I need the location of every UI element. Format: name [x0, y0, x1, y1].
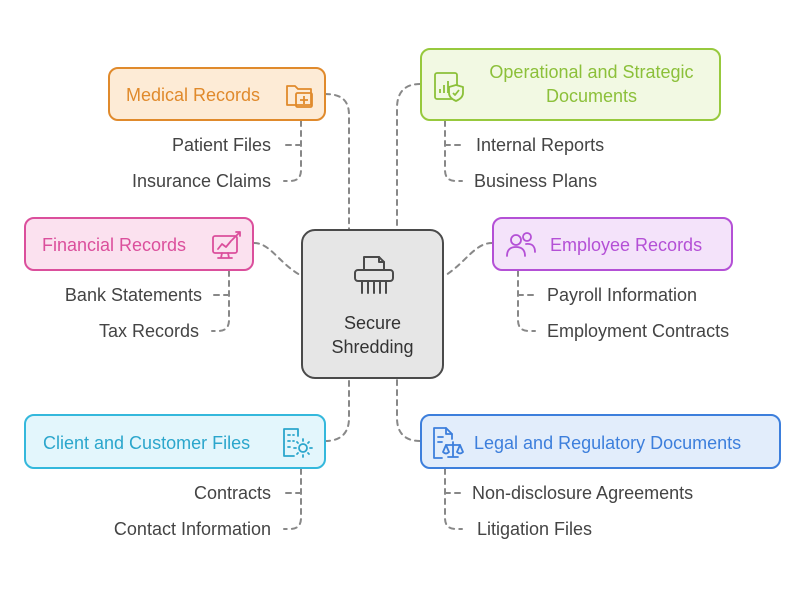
item-patient-files: Patient Files: [171, 135, 271, 155]
center-title-line-1: Secure: [343, 313, 402, 333]
branch-operational: [444, 120, 463, 182]
financial-monitor-icon: [212, 231, 241, 259]
connector-financial: [253, 242, 301, 276]
category-operational-label-line-1: Operational and Strategic: [489, 62, 694, 82]
category-financial-records: Financial Records: [24, 217, 254, 271]
category-legal-regulatory: Legal and Regulatory Documents: [420, 414, 781, 469]
category-financial-label: Financial Records: [42, 235, 187, 255]
category-medical-records: Medical Records: [108, 67, 326, 121]
shredder-icon: [354, 256, 394, 294]
legal-document-icon: [433, 427, 464, 459]
item-bank-statements: Bank Statements: [64, 285, 202, 305]
connector-operational: [396, 83, 421, 230]
medical-folder-icon: [286, 85, 313, 108]
item-internal-reports: Internal Reports: [476, 135, 605, 155]
item-non-disclosure-agreements: Non-disclosure Agreements: [472, 483, 694, 503]
item-tax-records: Tax Records: [98, 321, 199, 341]
branch-financial: [211, 270, 230, 332]
category-legal-label: Legal and Regulatory Documents: [474, 433, 742, 453]
item-litigation-files: Litigation Files: [477, 519, 593, 539]
item-business-plans: Business Plans: [474, 171, 598, 191]
people-icon: [506, 232, 536, 257]
category-client-label: Client and Customer Files: [43, 433, 251, 453]
connector-medical: [324, 93, 350, 230]
category-employee-records: Employee Records: [492, 217, 733, 271]
shield-chart-icon: [434, 72, 464, 102]
branch-client: [283, 468, 302, 530]
connector-client: [324, 378, 350, 442]
category-operational-strategic: Operational and Strategic Documents: [420, 48, 721, 121]
connector-legal: [396, 378, 421, 442]
category-client-customer-files: Client and Customer Files: [24, 414, 326, 469]
item-employment-contracts: Employment Contracts: [547, 321, 730, 341]
document-gear-icon: [283, 428, 313, 458]
center-node: Secure Shredding: [301, 229, 444, 379]
branch-employee: [517, 270, 536, 332]
category-medical-label: Medical Records: [126, 85, 261, 105]
branch-medical: [283, 120, 302, 182]
item-payroll-information: Payroll Information: [547, 285, 698, 305]
connector-employee: [445, 242, 493, 276]
branch-legal: [444, 468, 463, 530]
item-contact-information: Contact Information: [113, 519, 271, 539]
item-contracts: Contracts: [193, 483, 271, 503]
center-title-line-2: Shredding: [331, 337, 414, 357]
category-employee-label: Employee Records: [550, 235, 703, 255]
item-insurance-claims: Insurance Claims: [131, 171, 271, 191]
category-operational-label-line-2: Documents: [545, 86, 638, 106]
